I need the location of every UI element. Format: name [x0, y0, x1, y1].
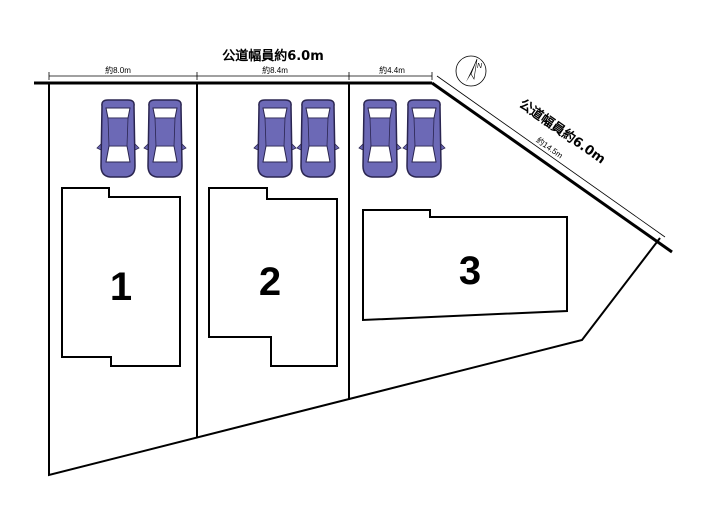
- top-road-label: 公道幅員約6.0m: [222, 48, 324, 64]
- frontage-dimensions: [48, 72, 666, 238]
- building-lot-2: [208, 187, 338, 367]
- car-icon: [358, 99, 402, 178]
- frontage-lot1: 約8.0m: [105, 65, 131, 75]
- car-icon: [296, 99, 340, 178]
- car-icon: [253, 99, 297, 178]
- lot-number-1: 1: [110, 265, 132, 309]
- site-boundary: [48, 83, 661, 477]
- north-compass: N: [455, 55, 487, 87]
- lot-number-2: 2: [259, 260, 281, 304]
- car-icon: [402, 99, 446, 178]
- building-lot-1: [61, 187, 181, 367]
- north-arrow-icon: [466, 59, 477, 82]
- frontage-lot2: 約8.4m: [262, 65, 288, 75]
- building-lot-3: [362, 209, 568, 322]
- north-label: N: [477, 63, 483, 70]
- diagonal-road-label: 公道幅員約6.0m: [516, 96, 608, 167]
- lot-number-3: 3: [459, 249, 481, 293]
- diagonal-road-edge: [431, 81, 673, 254]
- frontage-lot3: 約4.4m: [379, 65, 405, 75]
- car-icon: [143, 99, 187, 178]
- car-icon: [96, 99, 140, 178]
